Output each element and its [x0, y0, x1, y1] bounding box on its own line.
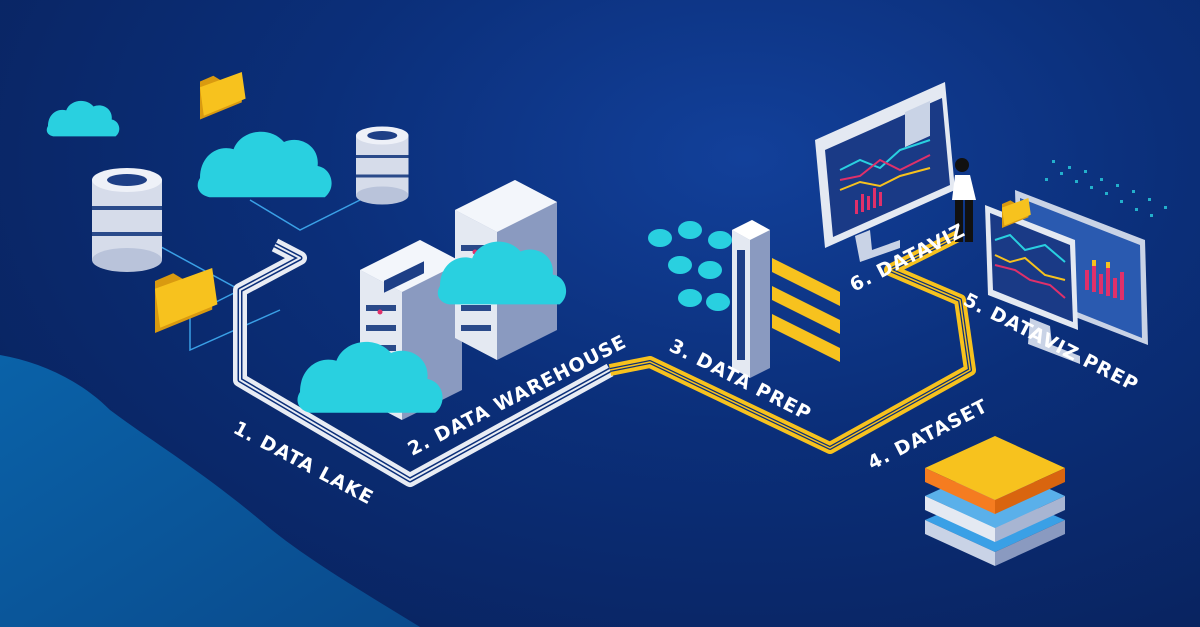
database-icon	[356, 126, 409, 205]
dataviz-prep-screens	[985, 190, 1148, 364]
cloud-icon	[46, 100, 120, 137]
monitor-icon	[815, 82, 955, 262]
database-icon	[92, 168, 162, 272]
filter-tower	[732, 220, 770, 378]
stage-label-data-lake: 1. DATA LAKE	[230, 417, 378, 509]
cloud-icon	[197, 131, 332, 198]
folder-icon	[200, 72, 246, 120]
layer-stack-icon	[925, 436, 1065, 566]
folder-icon	[155, 268, 218, 333]
ocean-shape	[0, 355, 420, 627]
person-icon	[952, 158, 976, 242]
data-drops	[648, 221, 732, 311]
filter-stripes	[772, 258, 840, 362]
data-particles	[1045, 160, 1167, 217]
